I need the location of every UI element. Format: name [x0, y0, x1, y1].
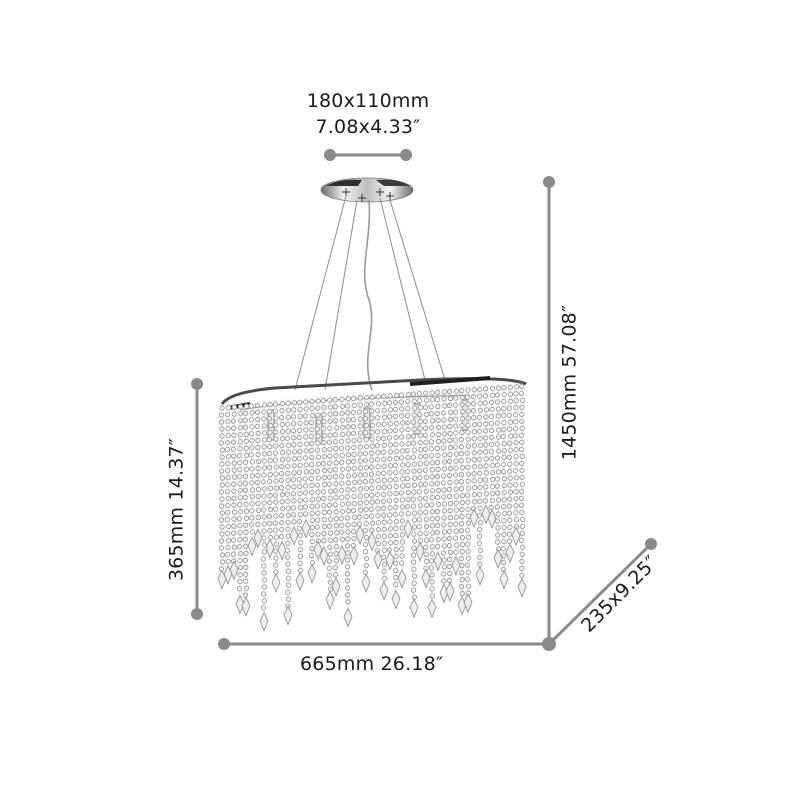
canopy-dimension-imperial: 7.08x4.33″ — [315, 116, 421, 138]
total-height-dimension-line — [542, 176, 556, 651]
canopy-dimension-metric: 180x110mm — [306, 90, 430, 112]
total-height-label: 1450mm 57.08″ — [558, 304, 581, 461]
canopy-dimension-line — [324, 149, 412, 161]
suspension-cables — [294, 195, 446, 391]
crystal-strands — [217, 382, 527, 632]
width-label: 665mm 26.18″ — [300, 653, 444, 675]
body-height-label: 365mm 14.37″ — [165, 437, 188, 582]
body-height-dimension-line — [191, 378, 203, 620]
depth-dimension-line — [547, 538, 657, 646]
width-dimension-line — [218, 638, 549, 650]
ceiling-canopy — [320, 177, 414, 203]
